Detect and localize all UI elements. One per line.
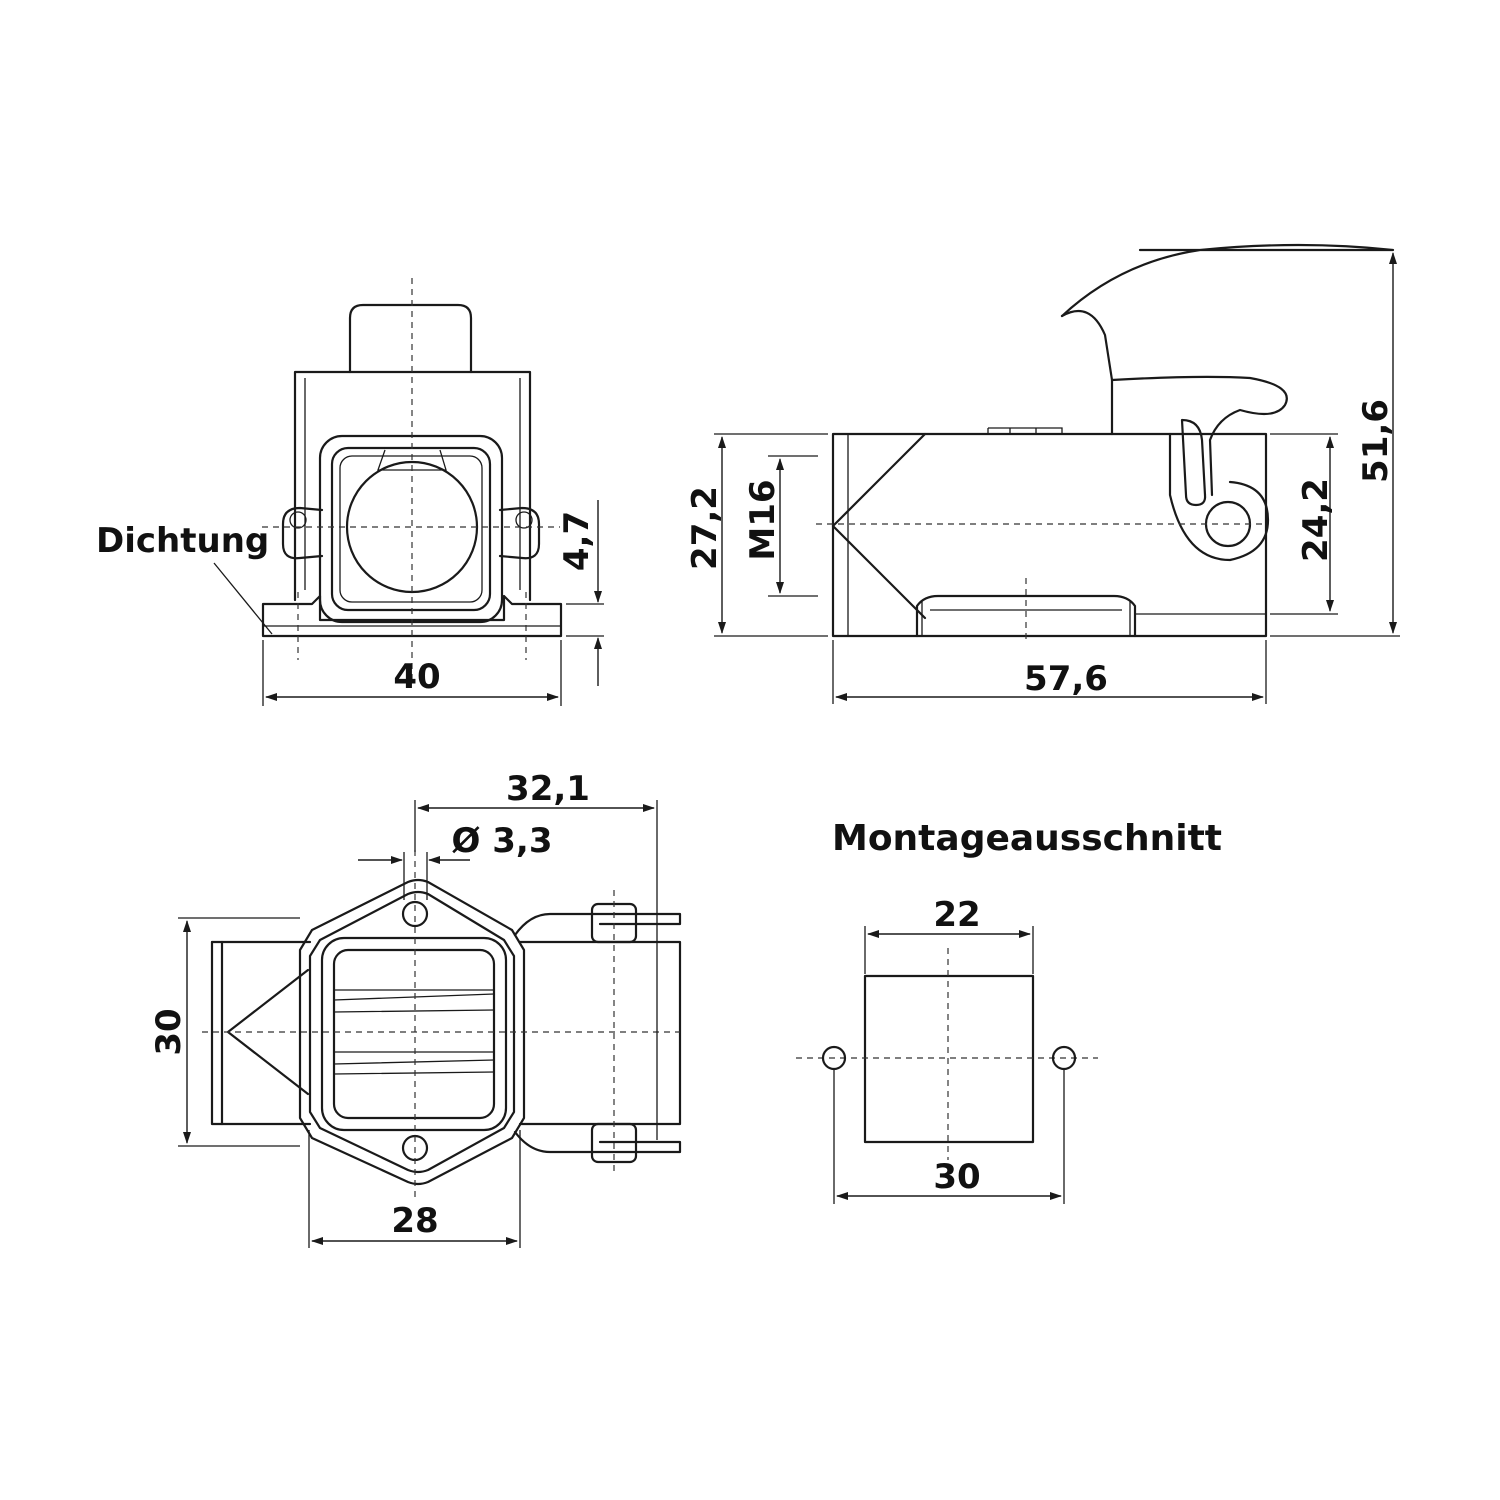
width-front-label: 40 bbox=[393, 657, 440, 697]
length-side-label: 57,6 bbox=[1024, 659, 1108, 699]
height-inner-label: 24,2 bbox=[1296, 478, 1336, 562]
height-side-label: 27,2 bbox=[685, 486, 725, 570]
flange-height-label: 4,7 bbox=[557, 511, 597, 571]
width-top-label: 30 bbox=[149, 1008, 189, 1055]
front-view bbox=[213, 278, 604, 706]
offset-top-label: 32,1 bbox=[506, 769, 590, 809]
cutout-view bbox=[796, 926, 1098, 1204]
side-view bbox=[714, 243, 1400, 704]
height-total-label: 51,6 bbox=[1356, 399, 1396, 483]
hole-diameter-label: Ø 3,3 bbox=[452, 821, 553, 861]
thread-label: M16 bbox=[743, 479, 783, 560]
cutout-title: Montageausschnitt bbox=[832, 818, 1222, 859]
seal-label: Dichtung bbox=[96, 521, 269, 561]
hole-spacing-label: 30 bbox=[933, 1157, 980, 1197]
top-view bbox=[178, 800, 682, 1248]
flange-width-label: 28 bbox=[391, 1201, 438, 1241]
cutout-width-label: 22 bbox=[933, 895, 980, 935]
